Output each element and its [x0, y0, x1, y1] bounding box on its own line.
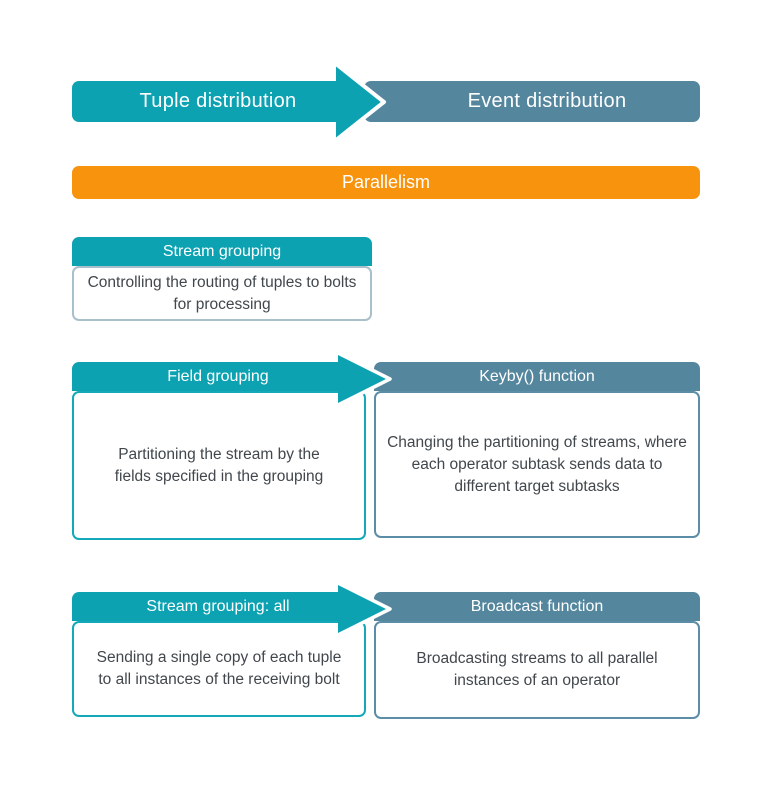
stream-grouping-all-header: Stream grouping: all [72, 592, 364, 621]
field-grouping-description: Partitioning the stream by the fields sp… [114, 445, 324, 485]
broadcast-function-header-label: Broadcast function [470, 597, 604, 615]
event-distribution-bar: Event distribution [364, 81, 700, 122]
keyby-function-description: Changing the partitioning of streams, wh… [387, 433, 687, 495]
stream-grouping-description: Controlling the routing of tuples to bol… [87, 273, 357, 313]
arrow-right-icon [338, 581, 392, 637]
event-distribution-label: Event distribution [467, 90, 627, 112]
tuple-distribution-bar: Tuple distribution [72, 81, 364, 122]
field-grouping-header-label: Field grouping [167, 367, 269, 385]
parallelism-bar: Parallelism [72, 166, 700, 199]
stream-grouping-all-description: Sending a single copy of each tuple to a… [96, 649, 342, 688]
field-grouping-header: Field grouping [72, 362, 364, 391]
arrow-right-icon [338, 351, 392, 407]
tuple-distribution-label: Tuple distribution [139, 90, 297, 112]
stream-grouping-header-label: Stream grouping [162, 242, 282, 260]
stream-grouping-header: Stream grouping [72, 237, 372, 266]
keyby-function-header-label: Keyby() function [479, 367, 595, 385]
arrow-right-icon [336, 62, 386, 142]
stream-grouping-all-description-box: Sending a single copy of each tuple to a… [72, 621, 366, 717]
stream-grouping-all-header-label: Stream grouping: all [146, 597, 290, 615]
keyby-function-header: Keyby() function [374, 362, 700, 391]
parallelism-label: Parallelism [341, 172, 431, 192]
keyby-function-description-box: Changing the partitioning of streams, wh… [374, 391, 700, 538]
field-grouping-description-box: Partitioning the stream by the fields sp… [72, 391, 366, 540]
broadcast-function-description: Broadcasting streams to all parallel ins… [416, 650, 658, 689]
broadcast-function-description-box: Broadcasting streams to all parallel ins… [374, 621, 700, 719]
stream-grouping-description-box: Controlling the routing of tuples to bol… [72, 266, 372, 321]
broadcast-function-header: Broadcast function [374, 592, 700, 621]
